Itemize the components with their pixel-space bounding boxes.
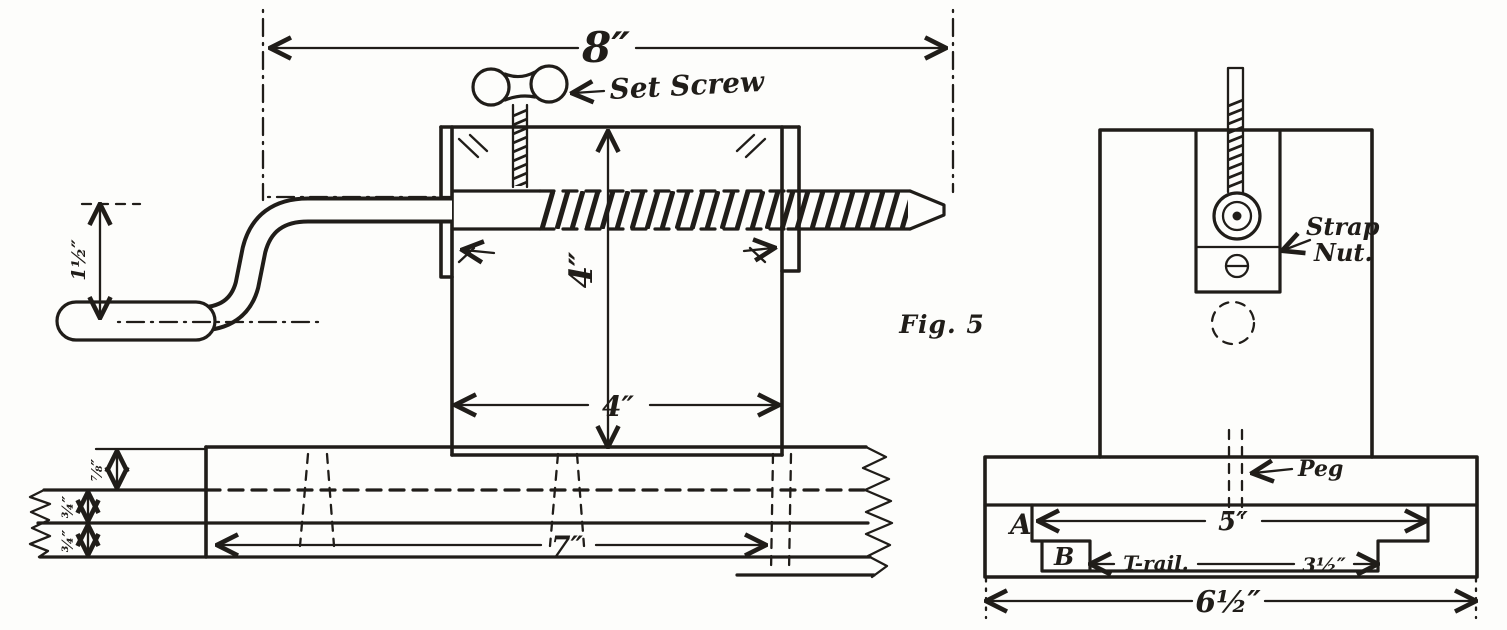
t-rail-channel bbox=[1030, 503, 1430, 573]
peg-label: Peg bbox=[1297, 456, 1343, 482]
left-view: 8″ Set Screw bbox=[28, 8, 955, 579]
dim-rail-label: 3½″ bbox=[1302, 553, 1346, 577]
zone-a-label: A bbox=[1007, 508, 1032, 541]
rod-shank bbox=[450, 189, 542, 231]
wing-lobe-right bbox=[529, 64, 569, 104]
dim-slot-label: 5″ bbox=[1218, 507, 1248, 537]
dim-overall-8in: 8″ bbox=[261, 8, 955, 202]
base-front: A B bbox=[983, 455, 1479, 579]
dim-base-length-label: 7″ bbox=[551, 530, 583, 563]
crank-handle: 1½″ bbox=[55, 195, 452, 342]
flange-right bbox=[780, 125, 801, 273]
corner-arrow-left bbox=[464, 250, 496, 253]
hidden-peg-3 bbox=[769, 452, 793, 574]
wing-lobe-left bbox=[471, 67, 511, 107]
flange-left bbox=[439, 125, 454, 279]
peg-detail: Peg bbox=[1227, 428, 1343, 520]
strap-nut-label-line2: Nut. bbox=[1313, 238, 1373, 267]
hidden-peg-1 bbox=[298, 452, 336, 548]
rod-top bbox=[1226, 66, 1245, 194]
nut-inner-circle bbox=[1221, 200, 1253, 232]
strap-slot bbox=[1194, 130, 1282, 294]
corner-ticks bbox=[457, 133, 767, 264]
nut-center-dot bbox=[1232, 211, 1242, 221]
dim-board2-label: ¾″ bbox=[59, 496, 77, 519]
block-dimensions: 4″ 4″ bbox=[457, 133, 777, 445]
right-view: Strap Nut. Peg A B 5″ T-rail. 3½″ bbox=[983, 66, 1479, 620]
peg-arrow bbox=[1254, 469, 1294, 473]
wing-neck-bottom bbox=[503, 94, 537, 102]
right-dimensions: 5″ T-rail. 3½″ 6½″ bbox=[986, 507, 1476, 620]
strap-nut-detail: Strap Nut. bbox=[1194, 130, 1380, 346]
dim-overall-label: 8″ bbox=[581, 23, 630, 72]
base-outline bbox=[983, 455, 1479, 579]
dim-block-height-label: 4″ bbox=[562, 251, 600, 288]
rod-threads bbox=[540, 191, 908, 229]
dim-board3-label: ¾″ bbox=[59, 530, 77, 553]
block-front bbox=[1098, 128, 1374, 459]
block-outline bbox=[1098, 128, 1374, 459]
dim-board1-label: ⅞″ bbox=[88, 459, 106, 482]
hidden-peg bbox=[1227, 428, 1244, 520]
set-screw-arrow bbox=[574, 91, 606, 93]
dim-block-width-label: 4″ bbox=[602, 390, 634, 423]
torn-edge-left bbox=[28, 488, 52, 559]
torn-edge-right bbox=[861, 445, 894, 579]
screw-rod bbox=[450, 189, 946, 231]
wing-neck-top bbox=[503, 70, 537, 79]
set-screw-label: Set Screw bbox=[609, 65, 766, 106]
strap-nut-arrow bbox=[1284, 240, 1312, 250]
rod-tip bbox=[908, 189, 946, 231]
dim-base-width-label: 6½″ bbox=[1195, 585, 1261, 620]
rod-threads bbox=[1228, 98, 1243, 188]
shaft-threads bbox=[513, 108, 527, 186]
t-rail-label: T-rail. bbox=[1123, 551, 1189, 575]
hidden-peg-2 bbox=[548, 452, 586, 548]
zone-b-label: B bbox=[1053, 542, 1074, 571]
main-block bbox=[439, 125, 801, 457]
dim-crank-offset-label: 1½″ bbox=[68, 239, 90, 281]
hidden-hole-circle bbox=[1210, 300, 1256, 346]
base-boards: 7″ ⅞″ ¾″ ¾″ bbox=[28, 445, 894, 579]
strap-nut-label-line1: Strap bbox=[1306, 212, 1380, 241]
figure-caption: Fig. 5 bbox=[898, 310, 985, 339]
corner-arrow-right bbox=[742, 248, 773, 251]
